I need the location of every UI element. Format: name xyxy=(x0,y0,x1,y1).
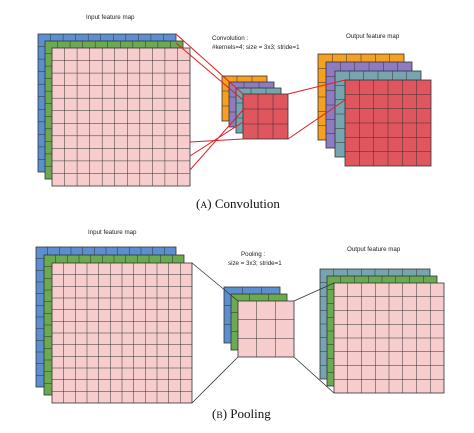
caption-b: (B) Pooling xyxy=(212,406,271,421)
conv-input-label: Input feature map xyxy=(86,14,135,21)
conv-receptive-line-2 xyxy=(175,42,244,101)
pool-output-line-bottom xyxy=(293,356,335,394)
pool-input-label: Input feature map xyxy=(88,229,137,236)
pool-op-label-title: Pooling : xyxy=(241,251,265,258)
conv-output-label: Output feature map xyxy=(346,33,400,40)
conv-output-line-bottom xyxy=(287,99,346,140)
pool-output-line-top xyxy=(293,282,335,302)
conv-kernel-4 xyxy=(242,93,289,140)
pool-input-channel-3 xyxy=(51,262,193,404)
conv-output-line-top xyxy=(287,79,346,95)
caption-a: (A) Convolution xyxy=(196,196,280,211)
conv-receptive-line-5 xyxy=(189,109,244,171)
caption-b-text: Pooling xyxy=(230,406,271,421)
pool-input-line-bottom xyxy=(191,356,239,404)
pool-window-3 xyxy=(237,300,295,358)
conv-receptive-line-1 xyxy=(175,33,244,95)
conv-op-label-title: Convolution : xyxy=(212,35,248,42)
conv-receptive-line-4 xyxy=(189,121,244,157)
caption-b-letter: B xyxy=(216,411,222,421)
pool-op-label-params: size = 3x3; stride=1 xyxy=(228,260,282,267)
pool-input-line-top xyxy=(191,262,239,302)
caption-a-text: Convolution xyxy=(215,196,281,211)
pool-output-label: Output feature map xyxy=(347,246,401,253)
conv-output-map-4 xyxy=(344,79,432,167)
conv-op-label-params: #kernels=4; size = 3x3; stride=1 xyxy=(212,44,300,51)
caption-a-letter: A xyxy=(200,201,207,211)
conv-input-channel-3 xyxy=(51,47,191,187)
pool-output-map-3 xyxy=(333,282,445,394)
